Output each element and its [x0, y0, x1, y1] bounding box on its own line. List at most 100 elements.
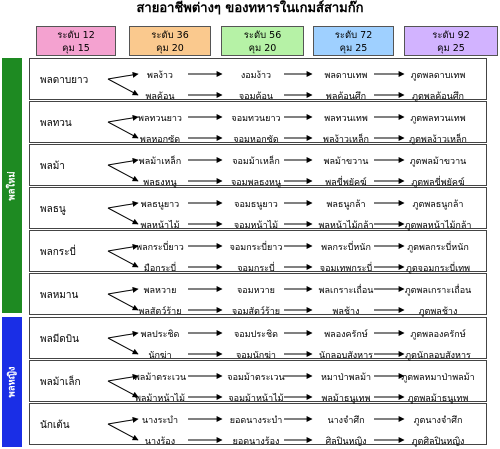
career-stage-label: นางจำศึก [327, 416, 365, 426]
career-stage-label: พลม้าธนูเทพ [321, 394, 371, 404]
career-stage-label: ภูตจอมกระบี่เทพ [405, 264, 471, 274]
career-stage-label: พลหอกซัด [139, 135, 181, 145]
career-stage-label: ภูตพลทวนเทพ [410, 114, 466, 124]
career-stage-label: จอมหน้าไม้ [233, 221, 279, 231]
career-stage-label: พลสัตว์ร้าย [138, 307, 182, 317]
group-root-label: พลกระบี่ [40, 247, 76, 258]
career-stage-label: พลหน้าไม้ [140, 221, 180, 231]
career-stage-label: ภูตพลองครักษ์ [410, 330, 466, 340]
career-stage-label: ภูตพลธนูกล้า [412, 200, 464, 210]
career-stage-label: พลหวาย [143, 286, 177, 296]
level-2-rank: ระดับ 36 [151, 30, 189, 41]
career-stage-label: พลม้าตระเวน [133, 373, 187, 383]
level-5-command: คุม 25 [437, 43, 465, 54]
career-stage-label: พลดาบเทพ [324, 71, 368, 81]
career-stage-label: ยอดนางร้อง [232, 437, 280, 447]
level-5-rank: ระดับ 92 [432, 30, 470, 41]
career-stage-label: พลง้าว [147, 71, 173, 81]
career-group [29, 58, 487, 100]
group-root-label: พลดาบยาว [40, 75, 89, 86]
career-group [29, 360, 487, 402]
career-group [29, 273, 487, 315]
career-stage-label: จอมพลธงหนู [230, 178, 282, 188]
section-label-new-recruits: พลใหม่ [6, 170, 18, 201]
career-stage-label: จอมทวนยาว [231, 114, 281, 124]
group-root-label: พลม้า [40, 161, 65, 172]
career-stage-label: พลค้อนศึก [325, 92, 367, 102]
career-group [29, 187, 487, 229]
career-stage-label: พลธนูกล้า [326, 200, 366, 210]
group-root-label: นักเต้น [40, 420, 70, 431]
career-stage-label: พลกระบี่ยาว [136, 243, 184, 253]
level-header-5: ระดับ 92 คุม 25 [404, 26, 498, 56]
career-stage-label: นักฆ่า [148, 351, 172, 361]
career-stage-label: จอมประชิด [234, 330, 278, 340]
group-root-label: พลทวน [40, 118, 72, 129]
career-group [29, 317, 487, 359]
level-header-2: ระดับ 36 คุม 20 [129, 26, 211, 56]
career-stage-label: นักลอบสังหาร [319, 351, 373, 361]
career-stage-label: ภูตพลกระบี่หนัก [407, 243, 469, 253]
level-1-command: คุม 15 [62, 43, 90, 54]
career-stage-label: จอมกระบี่ [237, 264, 275, 274]
career-stage-label: พลธนูยาว [140, 200, 180, 210]
career-stage-label: พลประชิด [140, 330, 180, 340]
career-group [29, 230, 487, 272]
group-root-label: พลมีดบิน [40, 334, 79, 345]
career-stage-label: ศิลปินหญิง [325, 437, 367, 447]
group-root-label: พลหมาน [40, 290, 79, 301]
career-stage-label: ภูตนางจำศึก [413, 416, 463, 426]
career-stage-label: ภูตพลดาบเทพ [410, 71, 466, 81]
level-header-1: ระดับ 12 คุม 15 [36, 26, 116, 56]
career-stage-label: ภูตพลง้าวเหล็ก [409, 135, 467, 145]
career-stage-label: ภูตพลค้อนศึก [412, 92, 464, 102]
career-stage-label: พลช้าง [332, 307, 360, 317]
career-stage-label: พลเกราะเถื่อน [318, 286, 374, 296]
career-stage-label: จอมค้อน [238, 92, 274, 102]
level-1-rank: ระดับ 12 [57, 30, 95, 41]
career-stage-label: พลค้อน [145, 92, 175, 102]
career-stage-label: พลม้าขวาน [323, 157, 369, 167]
section-bar-female-troops: พลหญิง [2, 317, 22, 447]
career-stage-label: พลธงหนู [143, 178, 177, 188]
level-header-4: ระดับ 72 คุม 25 [313, 26, 394, 56]
career-stage-label: จอมม้าเหล็ก [232, 157, 280, 167]
group-root-label: พลธนู [40, 204, 66, 215]
career-stage-label: จอมสัตว์ร้าย [231, 307, 281, 317]
career-group [29, 101, 487, 143]
career-stage-label: พลทวนยาว [138, 114, 182, 124]
career-stage-label: จอมหวาย [237, 286, 275, 296]
career-stage-label: ภูตพลขี่พยัคฆ์ [411, 178, 465, 188]
career-stage-label: ภูตพลช้าง [418, 307, 458, 317]
career-stage-label: พลทวนเทพ [324, 114, 368, 124]
career-stage-label: พลกระบี่หนัก [321, 243, 371, 253]
career-stage-label: นางระบำ [141, 416, 179, 426]
career-stage-label: จอมธนูยาว [234, 200, 278, 210]
career-stage-label: จอมหอกซัด [233, 135, 279, 145]
career-stage-label: นางร้อง [144, 437, 176, 447]
level-4-rank: ระดับ 72 [334, 30, 373, 41]
career-stage-label: มือกระบี่ [143, 264, 177, 274]
career-stage-label: จอมเทพกระบี่ [319, 264, 373, 274]
career-stage-label: หมาป่าพลม้า [320, 373, 372, 383]
diagram-title: สายอาชีพต่างๆ ของทหารในเกมส์สามก๊ก [136, 1, 364, 16]
career-stage-label: ภูตศิลปินหญิง [411, 437, 465, 447]
career-stage-label: พลง้าวเหล็ก [323, 135, 369, 145]
career-stage-label: ภูตนักลอบสังหาร [405, 351, 471, 361]
section-bar-new-recruits: พลใหม่ [2, 58, 22, 313]
career-stage-label: จอมม้าตระเวน [227, 373, 285, 383]
career-stage-label: พลองครักษ์ [324, 330, 368, 340]
career-stage-label: จอมม้าหน้าไม้ [228, 394, 284, 404]
group-root-label: พลม้าเล็ก [40, 377, 81, 388]
career-stage-label: ยอดนางระบำ [229, 416, 283, 426]
career-stage-label: จอมนักฆ่า [236, 351, 276, 361]
level-3-rank: ระดับ 56 [243, 30, 282, 41]
career-stage-label: พลม้าหน้าไม้ [134, 394, 186, 404]
career-stage-label: พลม้าเหล็ก [138, 157, 182, 167]
career-group [29, 403, 487, 445]
career-stage-label: ภูตพลม้าขวาน [409, 157, 467, 167]
career-stage-label: พลหน้าไม้กล้า [318, 221, 374, 231]
level-4-command: คุม 25 [339, 43, 368, 54]
career-group [29, 144, 487, 186]
career-stage-label: ภูตพลหมาป่าพลม้า [401, 373, 475, 383]
